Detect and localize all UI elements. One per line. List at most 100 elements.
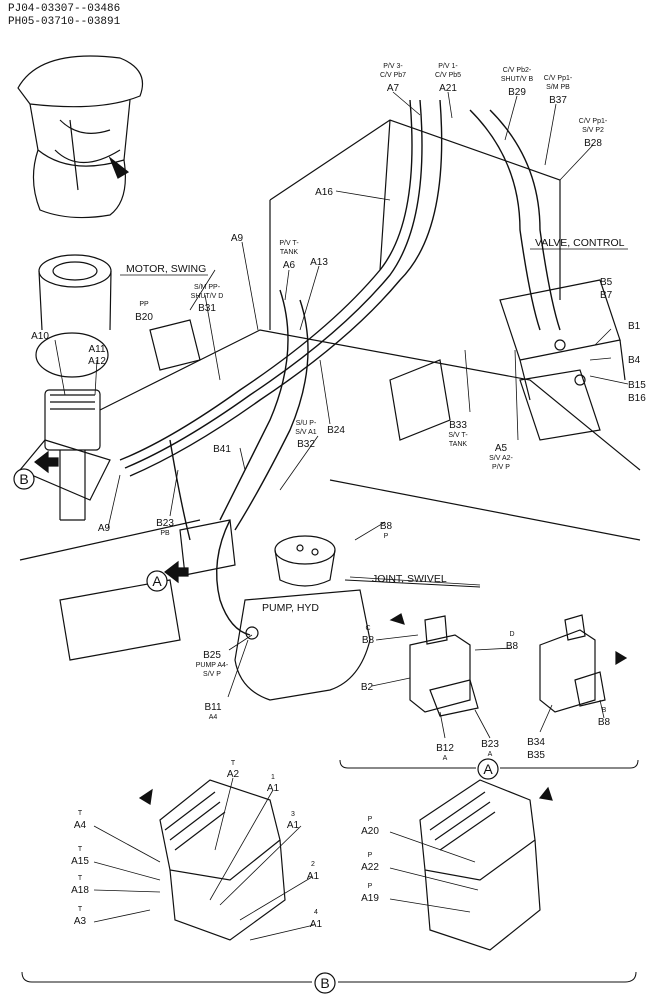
label-da-b8d: B8 — [506, 641, 519, 652]
label-a21: A21 — [439, 83, 457, 94]
label-b20-desc: PP — [139, 301, 149, 308]
label-a10: A10 — [31, 331, 49, 342]
label-db-a1-4: A1 — [310, 919, 323, 930]
label-b25-desc-2: S/V P — [203, 671, 221, 678]
label-b20: B20 — [135, 312, 153, 323]
label-b4: B4 — [628, 355, 641, 366]
label-b31: B31 — [198, 303, 216, 314]
label-db-a1-2: A1 — [307, 871, 320, 882]
label-da-b34: B34 — [527, 737, 545, 748]
label-b29: B29 — [508, 87, 526, 98]
label-db-a1-4-mark: 4 — [314, 909, 318, 916]
label-b23-desc: PB — [160, 530, 170, 537]
label-db-a1-1-mark: 1 — [271, 774, 275, 781]
detail-b-drawing — [138, 779, 553, 951]
label-b28-desc-2: S/V P2 — [582, 127, 604, 134]
view-arrow-b-icon — [34, 450, 59, 474]
label-b28: B28 — [584, 138, 602, 149]
label-db-a20: A20 — [361, 826, 379, 837]
callout-a-label: A — [152, 573, 162, 589]
main-view-labels: P/V 3- C/V Pb7 A7 P/V 1- C/V Pb5 A21 C/V… — [31, 63, 646, 721]
label-b15: B15 — [628, 380, 646, 391]
label-b29-desc-1: C/V Pb2- — [503, 67, 532, 74]
detail-b-circle — [314, 972, 336, 994]
detail-b-labels: T A2 1 A1 T A4 3 A1 T A15 2 A1 T A18 T A… — [71, 760, 379, 930]
label-da-b8c-mark: C — [365, 625, 370, 632]
frame-outline — [19, 119, 641, 661]
leader-lines — [54, 91, 629, 941]
swivel-and-pump-drawing — [179, 519, 371, 701]
swing-motor-drawing — [19, 254, 112, 521]
label-db-a15: A15 — [71, 856, 89, 867]
label-db-a2-mark: T — [231, 760, 236, 767]
label-b11-desc: A4 — [209, 714, 218, 721]
label-a21-desc-2: C/V Pb5 — [435, 72, 461, 79]
label-a16: A16 — [315, 187, 333, 198]
label-db-a19: A19 — [361, 893, 379, 904]
detail-a-circle — [477, 758, 499, 780]
motor-swing-label: MOTOR, SWING — [126, 263, 206, 275]
label-b37-desc-2: S/M PB — [546, 84, 570, 91]
detail-brackets — [21, 579, 639, 983]
label-a5-desc-2: P/V P — [492, 464, 510, 471]
serial-range-2: PH05-03710--03891 — [8, 16, 121, 28]
label-db-a15-mark: T — [78, 846, 83, 853]
label-b5: B5 — [600, 277, 613, 288]
label-da-b8b-mark: B — [602, 707, 607, 714]
label-db-a3: A3 — [74, 916, 87, 927]
detail-b-label: B — [320, 975, 329, 991]
label-b41: B41 — [213, 444, 231, 455]
label-b31-desc-2: SHUT/V D — [191, 293, 224, 300]
label-da-b8c: B8 — [362, 635, 375, 646]
label-db-a1-1: A1 — [267, 783, 280, 794]
label-da-b12: B12 — [436, 743, 454, 754]
label-b7: B7 — [600, 290, 613, 301]
label-da-b12-mark: A — [443, 755, 448, 762]
callout-a-circle — [146, 570, 168, 592]
label-da-b8d-mark: D — [509, 631, 514, 638]
label-db-a4: A4 — [74, 820, 87, 831]
label-da-b8b: B8 — [598, 717, 611, 728]
label-da-b2: B2 — [361, 682, 374, 693]
label-db-a22-mark: P — [368, 852, 373, 859]
label-a6: A6 — [283, 260, 296, 271]
label-a12: A12 — [88, 356, 106, 367]
label-b23: B23 — [156, 518, 174, 529]
detail-a-drawing — [389, 613, 628, 717]
label-db-a1-3: A1 — [287, 820, 300, 831]
label-a6-desc-1: P/V T- — [279, 240, 299, 247]
label-b11: B11 — [204, 702, 221, 713]
label-db-a3-mark: T — [78, 906, 83, 913]
label-b37: B37 — [549, 95, 567, 106]
label-da-b23-mark: A — [488, 751, 493, 758]
label-db-a22: A22 — [361, 862, 379, 873]
label-a7: A7 — [387, 83, 400, 94]
label-b33-desc-1: S/V T- — [448, 432, 468, 439]
label-da-b35: B35 — [527, 750, 545, 761]
label-b25-desc-1: PUMP A4- — [196, 662, 229, 669]
label-b32-desc-2: S/V A1 — [295, 429, 317, 436]
label-da-b23: B23 — [481, 739, 499, 750]
label-b32-desc-1: S/U P- — [296, 420, 317, 427]
callout-b-circle — [13, 468, 35, 490]
callout-b-label: B — [19, 471, 28, 487]
machine-locator-thumbnail — [17, 55, 144, 219]
view-arrow-a-icon — [164, 560, 189, 584]
valve-control-label: VALVE, CONTROL — [535, 237, 625, 249]
label-b31-desc-1: S/M PP- — [194, 284, 221, 291]
label-b28-desc-1: C/V Pp1- — [579, 118, 608, 125]
detail-a-label: A — [483, 761, 493, 777]
label-db-a4-mark: T — [78, 810, 83, 817]
label-b32: B32 — [297, 439, 315, 450]
label-b8-desc: P — [384, 533, 389, 540]
label-a11: A11 — [88, 344, 105, 355]
label-b1: B1 — [628, 321, 641, 332]
label-a6-desc-2: TANK — [280, 249, 298, 256]
label-a9-top: A9 — [231, 233, 244, 244]
label-b33-desc-2: TANK — [449, 441, 467, 448]
label-b16: B16 — [628, 393, 646, 404]
label-b24: B24 — [327, 425, 345, 436]
label-b29-desc-2: SHUT/V B — [501, 76, 534, 83]
label-db-a1-3-mark: 3 — [291, 811, 295, 818]
